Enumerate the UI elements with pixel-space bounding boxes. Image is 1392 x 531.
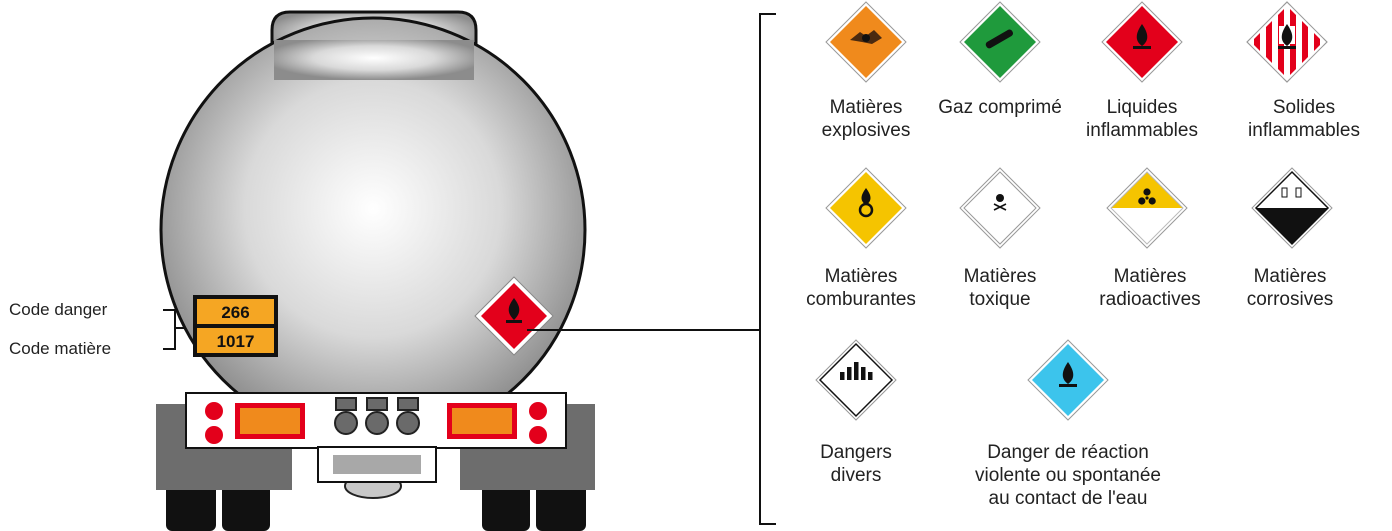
flammable-solid-label: Solides inflammables	[1219, 96, 1389, 142]
code-danger-label: Code danger	[9, 300, 107, 320]
toxic-label: Matières toxique	[920, 265, 1080, 311]
placard-grid	[816, 0, 1332, 420]
explosive-placard	[826, 2, 906, 82]
oxidizer-placard	[826, 168, 906, 248]
flammable-solid-placard	[1245, 0, 1329, 84]
misc-label: Dangers divers	[776, 441, 936, 487]
misc-placard	[816, 340, 896, 420]
substance-code: 1017	[217, 332, 255, 351]
radioactive-placard	[1107, 168, 1187, 248]
gas-placard	[960, 2, 1040, 82]
water-reactive-placard	[1028, 340, 1108, 420]
corrosive-placard	[1252, 168, 1332, 248]
toxic-placard	[960, 168, 1040, 248]
gas-label: Gaz comprimé	[920, 96, 1080, 119]
flammable-liquid-placard	[1102, 2, 1182, 82]
corrosive-label: Matières corrosives	[1210, 265, 1370, 311]
water-reactive-label: Danger de réaction violente ou spontanée…	[948, 441, 1188, 510]
flammable-liquid-label: Liquides inflammables	[1062, 96, 1222, 142]
hazard-code: 266	[221, 303, 249, 322]
code-matiere-label: Code matière	[9, 339, 111, 359]
hazard-code-plate: 266 1017	[193, 295, 278, 357]
